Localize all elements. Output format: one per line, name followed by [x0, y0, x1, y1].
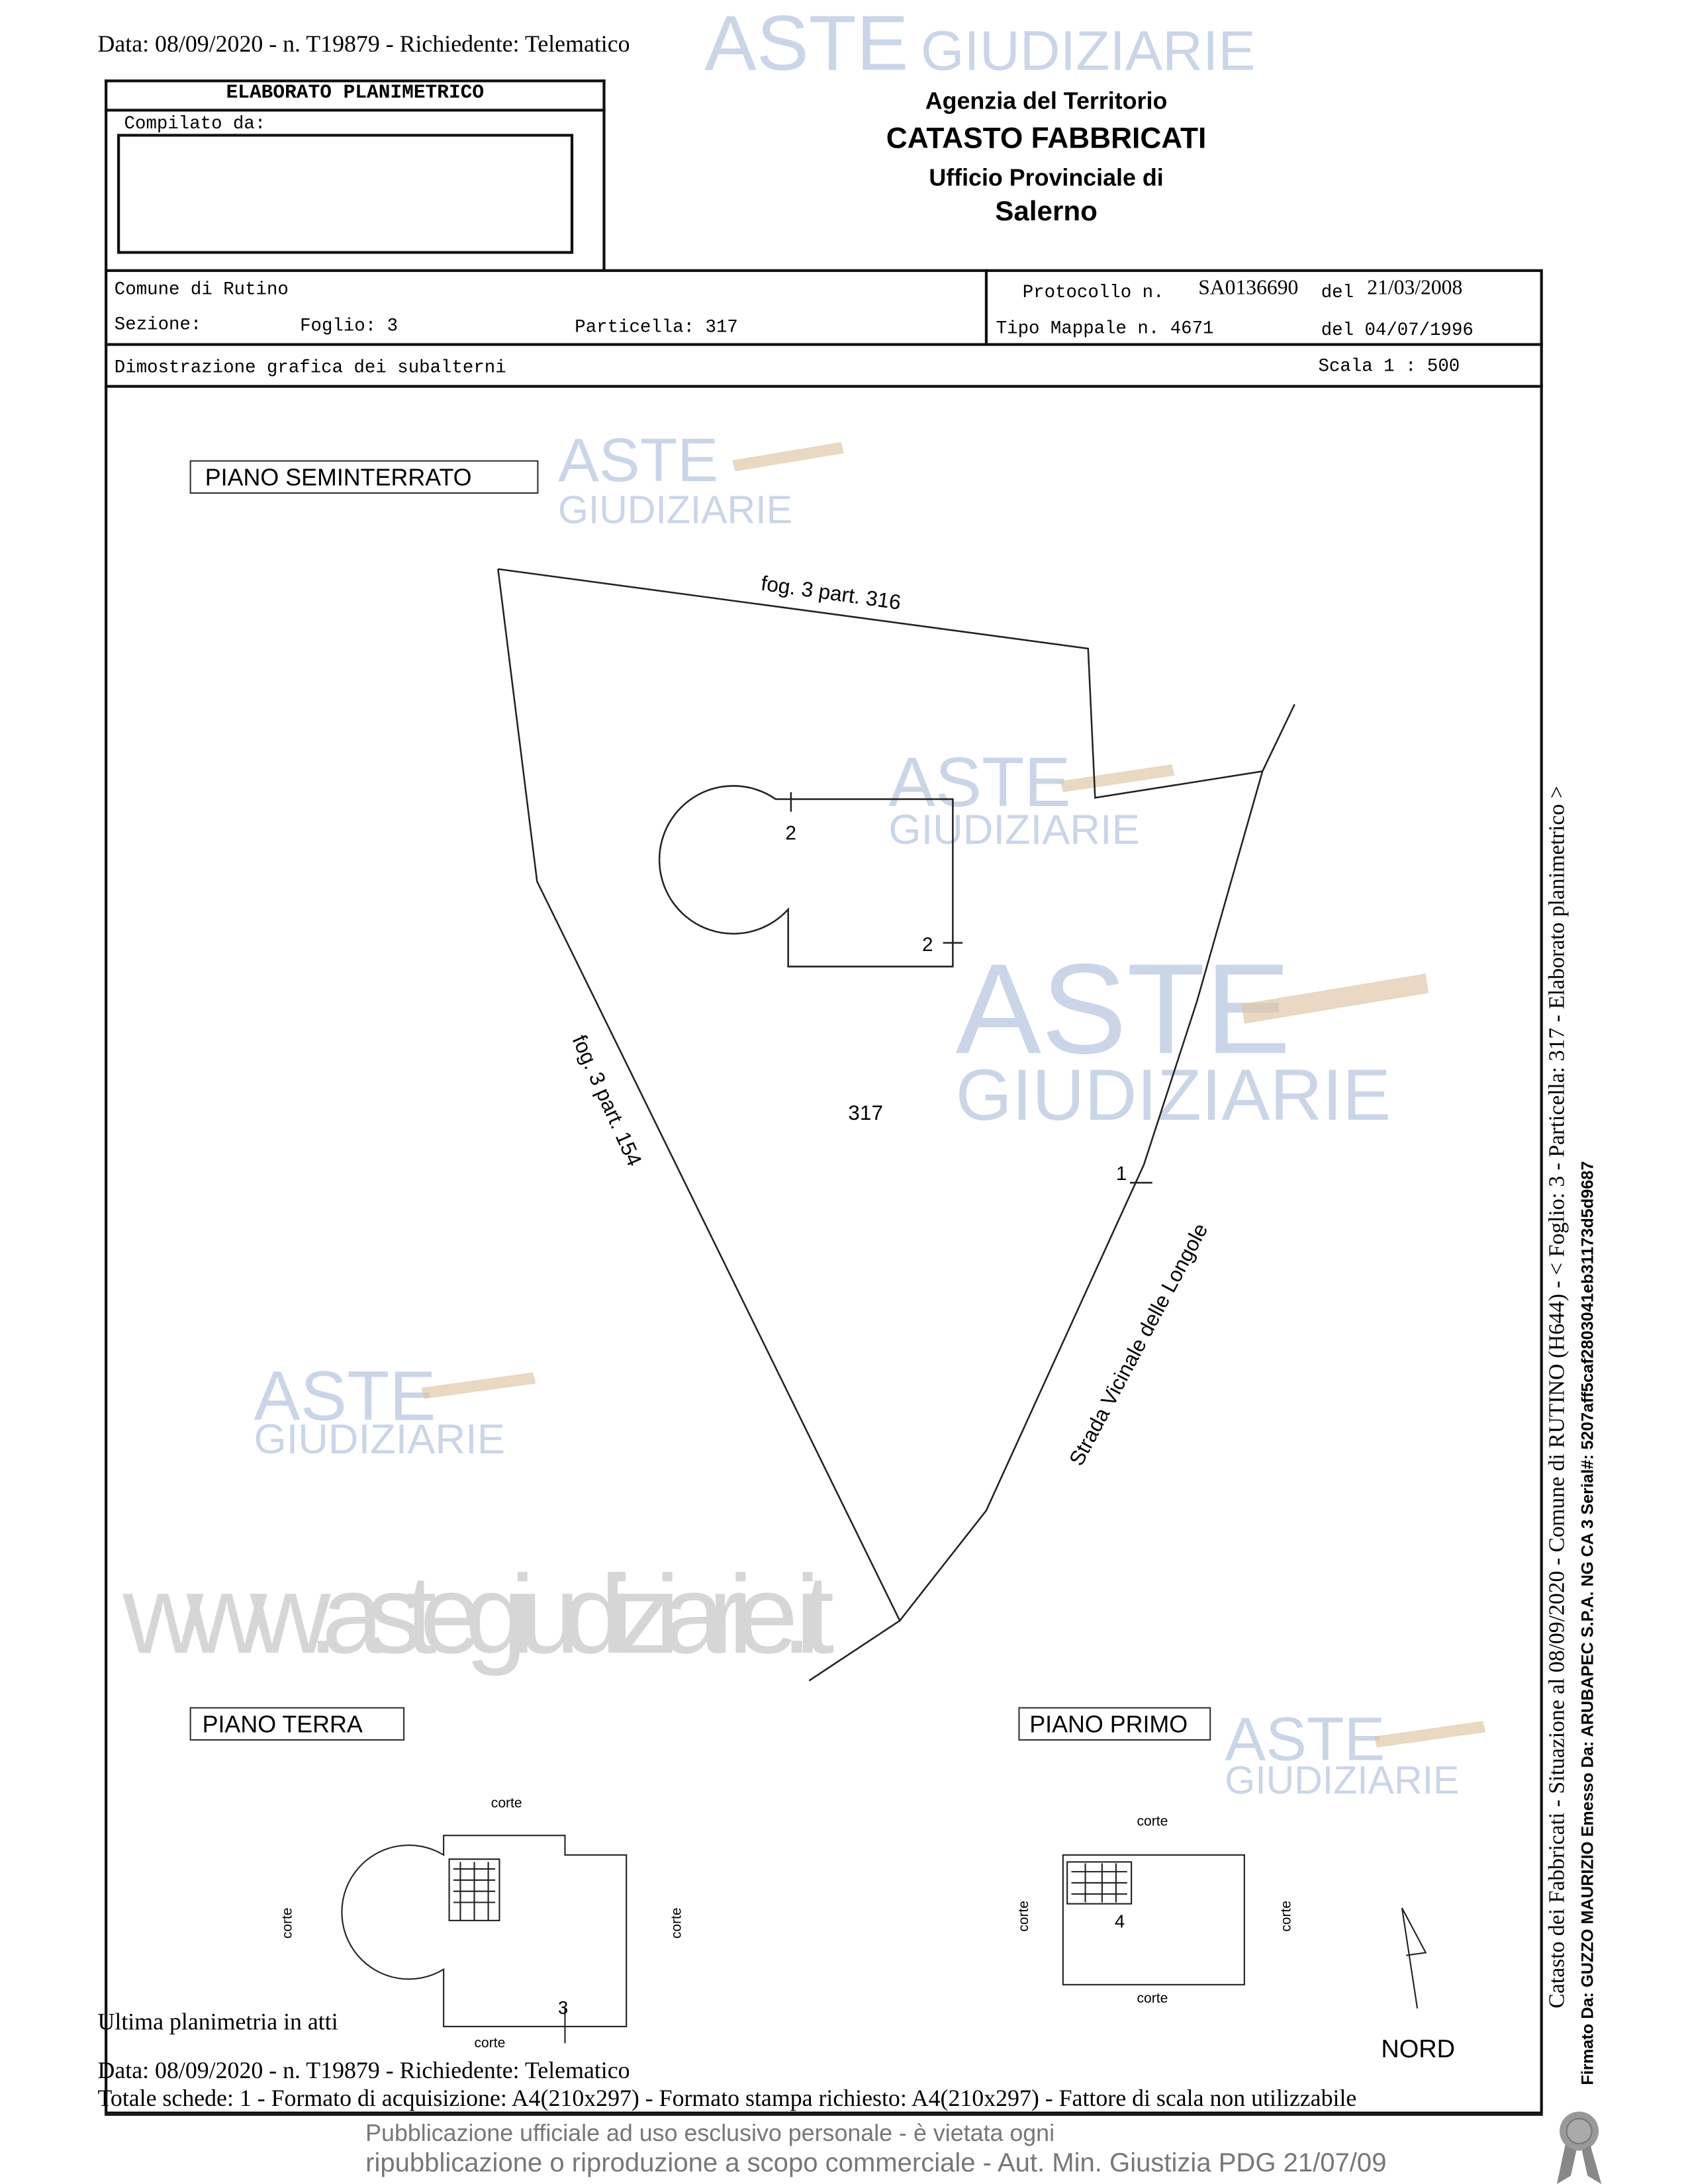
building-piano-terra — [341, 1835, 628, 2044]
watermark-large: ASTE GIUDIZIARIE — [956, 937, 1429, 1136]
watermark-seminterrato: ASTE GIUDIZIARIE — [558, 426, 844, 531]
gavel-icon — [1060, 764, 1175, 793]
corte-label: corte — [475, 2036, 506, 2051]
digital-signature-text: Firmato Da: GUZZO MAURIZIO Emesso Da: AR… — [1577, 1161, 1597, 2085]
svg-text:GIUDIZIARIE: GIUDIZIARIE — [1225, 1758, 1459, 1802]
subalterno-label: 4 — [1115, 1911, 1125, 1931]
corte-label: corte — [491, 1796, 522, 1811]
divider — [105, 2114, 1543, 2116]
office-label: Ufficio Provinciale di — [929, 164, 1164, 191]
gavel-icon — [421, 1372, 536, 1399]
last-plan-note: Ultima planimetria in atti — [97, 2008, 338, 2035]
tipo-mappale-date: del 04/07/1996 — [1321, 319, 1474, 341]
request-line: Data: 08/09/2020 - n. T19879 - Richieden… — [97, 30, 630, 58]
corte-label: corte — [279, 1907, 295, 1938]
publication-notice: ripubblicazione o riproduzione a scopo c… — [365, 2149, 1387, 2179]
piano-seminterrato-label: PIANO SEMINTERRATO — [189, 460, 539, 494]
north-label: NORD — [1381, 2035, 1455, 2063]
watermark-center: ASTE GIUDIZIARIE — [888, 744, 1175, 853]
parcel-number: 317 — [848, 1101, 883, 1124]
gavel-icon — [1241, 973, 1429, 1024]
agency-name: Agenzia del Territorio — [925, 87, 1168, 114]
office-city: Salerno — [995, 197, 1098, 228]
watermark-top: ASTE GIUDIZIARIE — [704, 0, 1255, 87]
publication-overlay: Pubblicazione ufficiale ad uso esclusivo… — [365, 2120, 1055, 2147]
gavel-icon — [1374, 1721, 1486, 1748]
main-frame — [105, 269, 1543, 2115]
divider — [984, 269, 988, 343]
comune: Comune di Rutino — [114, 279, 289, 300]
building-seminterrato — [658, 785, 954, 968]
sezione: Sezione: — [114, 314, 202, 335]
protocollo-value: SA0136690 — [1198, 277, 1299, 300]
corte-label: corte — [1016, 1901, 1031, 1932]
svg-text:ASTE: ASTE — [956, 937, 1291, 1081]
watermark-giudiziarie: GIUDIZIARIE — [921, 19, 1256, 81]
svg-text:ASTE: ASTE — [1225, 1705, 1385, 1774]
svg-text:GIUDIZIARIE: GIUDIZIARIE — [558, 488, 792, 531]
watermark-left: ASTE GIUDIZIARIE — [254, 1357, 536, 1463]
foglio: Foglio: 3 — [300, 315, 399, 336]
piano-primo-label: PIANO PRIMO — [1018, 1707, 1211, 1741]
compiled-by-field — [117, 134, 574, 254]
subalterno-label: 1 — [1116, 1163, 1127, 1185]
parcel-317-outline — [497, 568, 1295, 1682]
title-box — [105, 79, 606, 271]
subalterno-label: 2 — [785, 823, 796, 844]
north-arrow-icon — [1401, 1907, 1427, 2009]
description: Dimostrazione grafica dei subalterni — [114, 357, 506, 379]
corte-label: corte — [1137, 1814, 1168, 1829]
side-situation-text: Catasto dei Fabbricati - Situazione al 0… — [1545, 786, 1570, 2009]
tipo-mappale: Tipo Mappale n. 4671 — [996, 318, 1214, 340]
gavel-icon — [732, 442, 844, 472]
divider — [105, 343, 1543, 346]
totals-line: Totale schede: 1 - Formato di acquisizio… — [97, 2085, 1357, 2112]
watermark-aste: ASTE — [704, 0, 908, 87]
corte-label: corte — [669, 1907, 684, 1938]
watermark-primo: ASTE GIUDIZIARIE — [1225, 1705, 1486, 1802]
subalterno-label: 2 — [922, 934, 933, 956]
scale: Scala 1 : 500 — [1318, 355, 1460, 377]
subalterno-label: 3 — [558, 1997, 568, 2018]
particella: Particella: 317 — [575, 316, 738, 338]
svg-text:ASTE: ASTE — [558, 426, 718, 494]
corte-label: corte — [1278, 1901, 1293, 1932]
protocollo-del: del — [1321, 281, 1354, 303]
svg-text:GIUDIZIARIE: GIUDIZIARIE — [956, 1055, 1391, 1136]
corte-label: corte — [1137, 1991, 1168, 2006]
svg-text:GIUDIZIARIE: GIUDIZIARIE — [888, 807, 1139, 853]
footer-request-line: Data: 08/09/2020 - n. T19879 - Richieden… — [97, 2057, 630, 2084]
catasto-title: CATASTO FABBRICATI — [886, 122, 1207, 155]
svg-text:GIUDIZIARIE: GIUDIZIARIE — [254, 1416, 505, 1463]
protocollo-date: 21/03/2008 — [1367, 277, 1463, 300]
divider — [105, 385, 1543, 388]
protocollo-label: Protocollo n. — [1022, 281, 1164, 303]
svg-text:ASTE: ASTE — [254, 1357, 436, 1435]
divider — [105, 109, 606, 112]
svg-text:ASTE: ASTE — [888, 744, 1070, 821]
title: ELABORATO PLANIMETRICO — [226, 82, 485, 105]
piano-terra-label: PIANO TERRA — [189, 1707, 405, 1741]
compiled-by-label: Compilato da: — [124, 113, 266, 134]
building-piano-primo — [1062, 1854, 1245, 1985]
watermark-url: www.astegiudiziarie.it — [122, 1551, 834, 1676]
seal-ribbon-icon — [1556, 2111, 1602, 2184]
